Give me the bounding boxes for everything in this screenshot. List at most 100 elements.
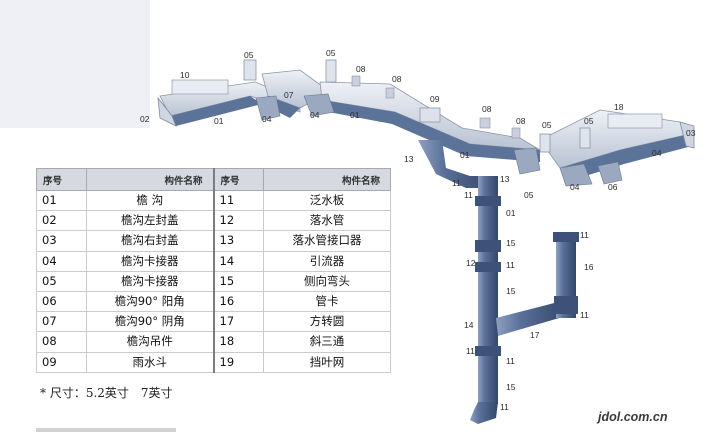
hanger-08b <box>385 87 395 99</box>
gutter-right-end-cap <box>679 121 695 149</box>
outlet-connector <box>418 140 492 188</box>
callout-number: 11 <box>580 310 589 320</box>
part-name: 檐沟左封盖 <box>86 210 214 232</box>
part-name: 檐沟90° 阳角 <box>86 290 214 313</box>
part-number: 19 <box>212 351 264 373</box>
gutter-front-left <box>170 96 262 126</box>
callout-number: 08 <box>482 104 492 114</box>
gutter-front-right <box>560 134 692 182</box>
part-number: 07 <box>36 311 87 333</box>
part-number: 05 <box>36 270 87 292</box>
part-number: 18 <box>212 331 264 353</box>
callout-number: 07 <box>284 90 294 100</box>
header-no: 序号 <box>212 168 264 191</box>
callout-number: 10 <box>180 70 190 80</box>
callout-number: 09 <box>430 94 440 104</box>
downpipe-main <box>478 176 498 404</box>
gutter-run <box>157 69 695 187</box>
gutter-corner-outer <box>559 163 593 187</box>
part-number: 02 <box>36 210 87 232</box>
part-name: 侧向弯头 <box>263 270 391 292</box>
callout-number: 04 <box>652 148 662 158</box>
table-header-row: 序号 构件名称 序号 构件名称 <box>36 168 391 191</box>
callout-number: 11 <box>500 402 509 412</box>
part-name: 方转圆 <box>263 311 391 333</box>
part-name: 檐沟吊件 <box>86 331 214 353</box>
part-number: 09 <box>36 351 87 373</box>
leaf-guard <box>171 79 229 95</box>
gutter-drop-middle <box>303 93 335 117</box>
callout-number: 16 <box>584 262 594 272</box>
part-name: 檐 沟 <box>86 189 214 212</box>
part-number: 15 <box>212 270 264 292</box>
part-number: 16 <box>212 290 264 313</box>
callout-number: 04 <box>310 110 320 120</box>
part-number: 17 <box>212 311 264 333</box>
callout-number: 03 <box>686 128 696 138</box>
callout-number: 05 <box>326 48 336 58</box>
callout-number: 01 <box>506 208 516 218</box>
callout-number: 14 <box>464 320 474 330</box>
hanger-clip-05a <box>243 59 257 81</box>
callout-number: 05 <box>524 190 534 200</box>
callout-number: 13 <box>500 174 510 184</box>
header-name: 构件名称 <box>263 168 391 191</box>
gutter-accessories <box>171 59 663 153</box>
part-name: 檐沟90° 阴角 <box>86 311 214 333</box>
diverter-14 <box>554 296 578 314</box>
hanger-08c <box>479 117 491 129</box>
callout-number: 05 <box>584 116 594 126</box>
callout-number: 11 <box>506 356 515 366</box>
part-number: 04 <box>36 250 87 272</box>
callout-number: 01 <box>214 116 224 126</box>
divider <box>36 428 176 432</box>
callout-number: 13 <box>404 154 414 164</box>
callout-number: 11 <box>506 260 515 270</box>
hanger-clip-05b <box>325 59 337 83</box>
part-name: 檐沟卡接器 <box>86 270 214 292</box>
callout-number: 18 <box>614 102 624 112</box>
callout-number: 01 <box>350 110 360 120</box>
pipe-clip-top <box>475 196 501 206</box>
callout-number: 11 <box>580 230 589 240</box>
size-footnote: * 尺寸：5.2英寸 7英寸 <box>40 386 173 400</box>
downpipe-shoe <box>470 402 498 424</box>
part-name: 斜三通 <box>263 331 391 353</box>
leaf-guard-18 <box>607 113 663 129</box>
riser-top-clip <box>553 232 579 242</box>
part-number: 11 <box>212 189 264 212</box>
downpipe-system <box>418 140 579 424</box>
part-number: 06 <box>36 290 87 313</box>
hanger-clip-05d <box>579 127 591 149</box>
callout-number: 08 <box>516 116 526 126</box>
pipe-clip-low <box>475 346 501 356</box>
part-name: 管卡 <box>263 290 391 313</box>
callout-number: 08 <box>356 64 366 74</box>
part-name: 泛水板 <box>263 189 391 212</box>
hanger-08d <box>511 127 521 139</box>
part-name: 落水管 <box>263 210 391 232</box>
header-name: 构件名称 <box>86 168 214 191</box>
part-name: 挡叶网 <box>263 351 391 373</box>
callout-number: 08 <box>392 74 402 84</box>
part-number: 03 <box>36 230 87 252</box>
callout-number: 15 <box>506 382 516 392</box>
callout-number: 13 <box>0 0 10 2</box>
callout-number: 11 <box>464 190 473 200</box>
part-number: 12 <box>212 210 264 232</box>
hanger-clip-05c <box>539 133 551 153</box>
callout-number: 02 <box>140 114 150 124</box>
branch-pipe <box>496 300 566 336</box>
part-number: 08 <box>36 331 87 353</box>
callout-number: 17 <box>530 330 540 340</box>
part-number: 14 <box>212 250 264 272</box>
